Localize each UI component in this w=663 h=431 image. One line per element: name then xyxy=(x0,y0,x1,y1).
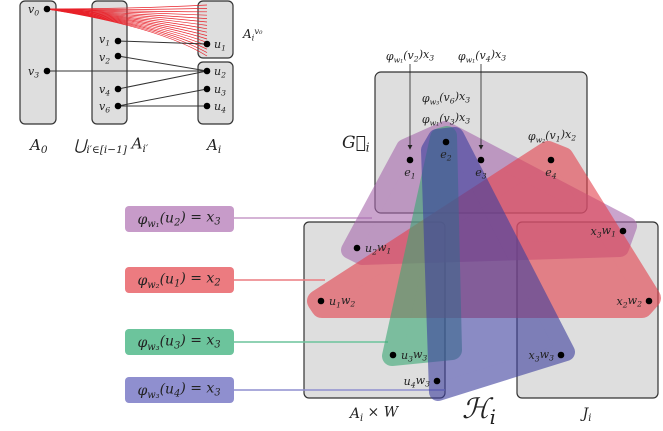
vertex-e4 xyxy=(547,156,555,164)
left-bipartite-graph: v0 v3 v1 v2 v4 v6 u1 u2 u3 u4 A0 ⋃i′∈[i−… xyxy=(19,0,263,157)
vertex-v0 xyxy=(43,5,51,13)
label-Ai: Ai xyxy=(205,136,221,156)
label-J-i: Ji xyxy=(580,406,592,424)
vertex-v1 xyxy=(114,37,122,45)
label-v3: v3 xyxy=(28,65,39,79)
H-i-vertices: u2w1 u1w2 u3w3 u4w3 x3w1 x2w2 x3w3 Ai × … xyxy=(317,224,653,429)
edge-v4-u2 xyxy=(117,70,208,90)
group-union xyxy=(91,0,128,125)
vertex-u1w2 xyxy=(317,297,325,305)
label-x2w2: x2w2 xyxy=(617,294,643,309)
label-e3: e3 xyxy=(475,166,487,180)
vertex-v6 xyxy=(114,102,122,110)
vertex-u4w3 xyxy=(433,377,441,385)
annotation-e1: φw₁(v2)x3 xyxy=(386,48,434,64)
label-A0: A0 xyxy=(28,136,48,156)
label-e4: e4 xyxy=(545,166,557,180)
label-u1w2: u1w2 xyxy=(329,294,355,309)
label-v6: v6 xyxy=(99,100,110,114)
label-u4: u4 xyxy=(214,100,226,114)
label-H-i: ℋi xyxy=(462,392,496,429)
vertex-e1 xyxy=(406,156,414,164)
label-u1: u1 xyxy=(214,38,226,52)
label-AxW: Ai × W xyxy=(348,405,400,424)
label-u3: u3 xyxy=(214,83,226,97)
assignment-label-w3-u3: φw₃(u3) = x3 xyxy=(137,332,220,352)
edge-v2-u2 xyxy=(117,55,208,72)
edges xyxy=(47,40,208,107)
vertex-u3 xyxy=(203,85,211,93)
assignment-box-w1-u2 xyxy=(125,206,234,232)
label-e1: e1 xyxy=(404,166,415,180)
label-u2: u2 xyxy=(214,65,226,79)
label-Ai-v0: Aiv₀ xyxy=(242,26,263,42)
edge-v6-u3 xyxy=(117,88,208,107)
annotation-e4: φw₂(v1)x2 xyxy=(528,128,576,144)
group-A0 xyxy=(19,0,57,125)
vertex-v2 xyxy=(114,52,122,60)
red-edge xyxy=(46,8,208,57)
label-v1: v1 xyxy=(99,33,110,47)
annotation-e3: φw₁(v4)x3 xyxy=(458,48,506,64)
vertex-x3w1 xyxy=(619,227,627,235)
label-u2w1: u2w1 xyxy=(365,241,391,256)
edge-v1-u1 xyxy=(117,40,208,45)
assignment-box-w2-u1 xyxy=(125,267,234,293)
vertex-u3w3 xyxy=(389,351,397,359)
vertex-v3 xyxy=(43,67,51,75)
vertex-u1 xyxy=(203,40,211,48)
assignment-label-w1-u2: φw₁(u2) = x3 xyxy=(137,209,220,229)
assignment-boxes: φw₁(u2) = x3 φw₂(u1) = x2 φw₃(u3) = x3 φ… xyxy=(125,206,234,403)
assignment-box-w3-u3 xyxy=(125,329,234,355)
annotation-e2-a: φw₃(v6)x3 xyxy=(422,90,470,106)
hyperedge-w3-blue xyxy=(421,127,575,401)
vertex-x3w3 xyxy=(557,351,565,359)
label-x3w3: x3w3 xyxy=(529,348,555,363)
assignment-box-w3-u4 xyxy=(125,377,234,403)
annotation-e2-b: φw₁(v3)x3 xyxy=(422,111,470,127)
vertex-u2w1 xyxy=(353,244,361,252)
vertex-u2 xyxy=(203,67,211,75)
vertex-v4 xyxy=(114,85,122,93)
assignment-label-w2-u1: φw₂(u1) = x2 xyxy=(137,270,220,290)
label-u4w3: u4w3 xyxy=(404,374,430,389)
label-u3w3: u3w3 xyxy=(401,348,427,363)
hyperedges xyxy=(307,121,661,401)
assignment-connectors xyxy=(234,217,445,391)
vertex-u4 xyxy=(203,102,211,110)
label-x3w1: x3w1 xyxy=(591,224,616,239)
label-union: ⋃i′∈[i−1] Ai′ xyxy=(74,135,149,157)
label-e2: e2 xyxy=(440,148,452,162)
label-v0: v0 xyxy=(28,3,39,17)
label-v4: v4 xyxy=(99,83,110,97)
vertex-e2 xyxy=(442,138,450,146)
vertices xyxy=(43,5,211,110)
assignment-label-w3-u4: φw₃(u4) = x3 xyxy=(137,380,220,400)
label-G-i: G⃗i xyxy=(342,133,370,155)
vertex-e3 xyxy=(477,156,485,164)
G-i-content: e1 e2 e3 e4 φw₁(v2)x3 φw₁(v4)x3 φw₃(v6)x… xyxy=(342,48,576,180)
vertex-x2w2 xyxy=(645,297,653,305)
label-v2: v2 xyxy=(99,51,110,65)
